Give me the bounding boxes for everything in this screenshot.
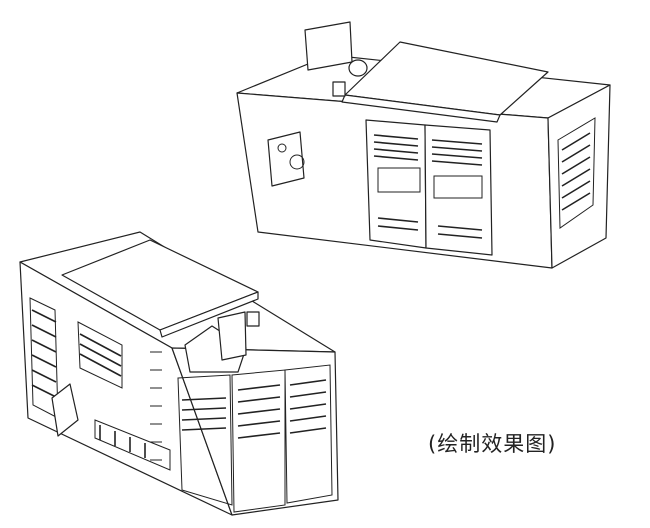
top-roof-cover-edge <box>341 94 501 123</box>
bottom-cable-hooks <box>150 351 162 461</box>
top-side-hatch <box>267 131 305 187</box>
top-enclosure <box>236 21 611 269</box>
caption: (绘制效果图) <box>428 432 557 456</box>
bottom-side-louvers <box>29 297 171 471</box>
top-door-louvers <box>373 134 483 239</box>
top-hatch-lid <box>304 21 353 71</box>
bottom-side-door <box>51 383 79 437</box>
top-vent-cap <box>348 59 368 77</box>
bottom-open-hatch <box>184 325 247 373</box>
top-door-panel-2 <box>433 175 483 199</box>
bottom-fan-unit <box>246 311 260 327</box>
bottom-roof-cover-edge <box>159 291 259 338</box>
top-door-panel <box>377 167 421 193</box>
top-end-louvers <box>557 117 596 229</box>
bottom-hatch-lid <box>217 311 247 361</box>
bottom-front-doors <box>177 364 333 513</box>
bottom-front-face <box>171 347 339 516</box>
bottom-enclosure <box>19 231 339 516</box>
top-fan-unit <box>332 81 346 97</box>
